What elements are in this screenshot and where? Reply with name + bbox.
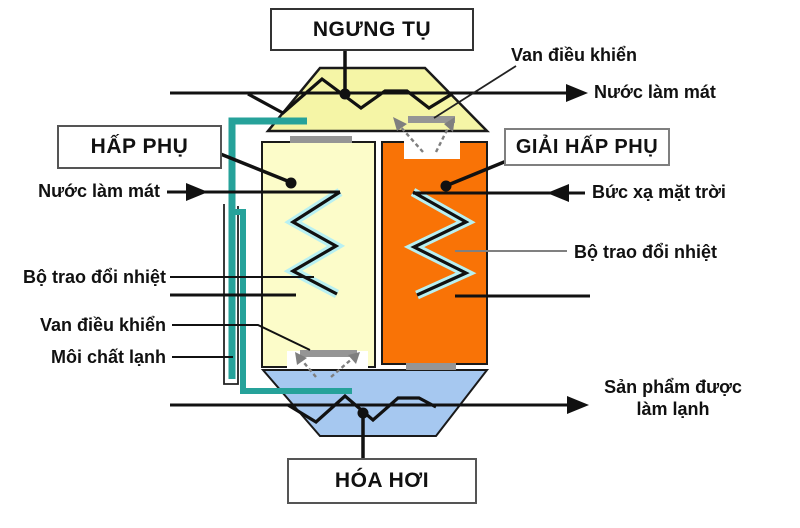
heat-exchanger-right-label: Bộ trao đổi nhiệt: [574, 242, 717, 262]
desorber-title-box: GIẢI HẤP PHỤ: [504, 128, 670, 166]
adsorber-title-box: HẤP PHỤ: [57, 125, 222, 169]
adsorber-title: HẤP PHỤ: [90, 135, 189, 158]
cooling-water-in-label: Nước làm mát: [38, 181, 160, 201]
control-valve-bottom-label: Van điều khiển: [39, 315, 166, 335]
cooled-product-arrowhead: [567, 396, 589, 414]
cooling-water-in-arrowhead: [186, 183, 208, 201]
cooling-water-out-label: Nước làm mát: [594, 82, 716, 102]
desorber-top-notch: [404, 133, 460, 159]
condenser-title: NGƯNG TỤ: [312, 17, 432, 41]
condenser-title-box: NGƯNG TỤ: [270, 8, 474, 51]
vapor-arrows-top: [397, 123, 452, 153]
adsorber-label-pointer: [217, 151, 291, 184]
refrigerant-pipe-branch: [232, 209, 352, 394]
evaporator-connector-dot: [357, 407, 369, 419]
evaporator-shape: [260, 369, 490, 437]
vapor-arrowhead-bottom-right: [348, 352, 360, 364]
refrigerant-pipe-main: [228, 117, 307, 379]
evaporator-title: HÓA HƠI: [334, 469, 430, 492]
control-valve-bottom-pointer: [172, 324, 311, 351]
desorber-title: GIẢI HẤP PHỤ: [515, 135, 659, 158]
adsorber-pointer-dot: [285, 177, 297, 189]
desorber-label-pointer: [447, 158, 510, 187]
control-valve-top-pointer: [433, 65, 517, 119]
solar-radiation-label: Bức xạ mặt trời: [592, 182, 726, 202]
cooling-water-out-arrowhead: [566, 84, 588, 102]
evaporator-title-box: HÓA HƠI: [287, 458, 477, 504]
cooled-product-label: Sản phẩm được làm lạnh: [604, 377, 742, 419]
desorber-pointer-dot: [440, 180, 452, 192]
adsorber-top-bar: [290, 136, 352, 143]
heat-exchanger-left-label: Bộ trao đổi nhiệt: [23, 267, 166, 287]
vapor-arrowhead-top-left: [393, 117, 407, 131]
condenser-zigzag: [247, 76, 453, 115]
vapor-arrowhead-bottom-left: [295, 352, 307, 365]
condenser-connector-dot: [339, 88, 351, 100]
bottom-valve-bar: [300, 350, 357, 357]
desorber-column: [381, 141, 488, 365]
refrigerant-label: Môi chất lạnh: [50, 347, 166, 367]
top-valve-bar: [408, 116, 455, 123]
evaporator-zigzag: [287, 393, 437, 424]
vapor-arrowhead-top-right: [444, 117, 455, 132]
desorber-bottom-bar: [406, 363, 456, 370]
adsorber-coil: [289, 190, 341, 296]
control-valve-top-label: Van điều khiển: [511, 45, 638, 65]
vapor-arrows-bottom: [299, 356, 355, 378]
desorber-coil: [410, 190, 470, 297]
solar-radiation-arrowhead: [547, 184, 569, 202]
